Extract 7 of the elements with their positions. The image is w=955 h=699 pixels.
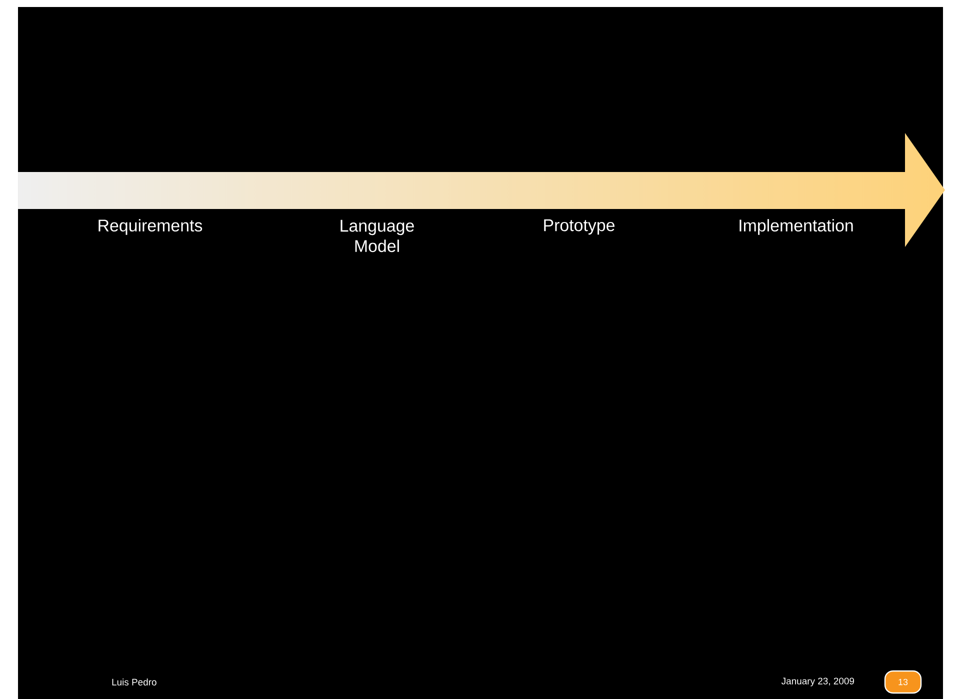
page-number-badge: 13 <box>884 670 922 694</box>
stage-label: Requirements <box>98 219 202 235</box>
footer-text: January 23, 2009 <box>781 678 854 686</box>
stage-label: Prototype <box>544 219 614 235</box>
stage-label: Implementation <box>740 219 853 235</box>
footer-text: Luis Pedro <box>112 678 156 686</box>
stage-label: Language Model <box>340 220 414 252</box>
